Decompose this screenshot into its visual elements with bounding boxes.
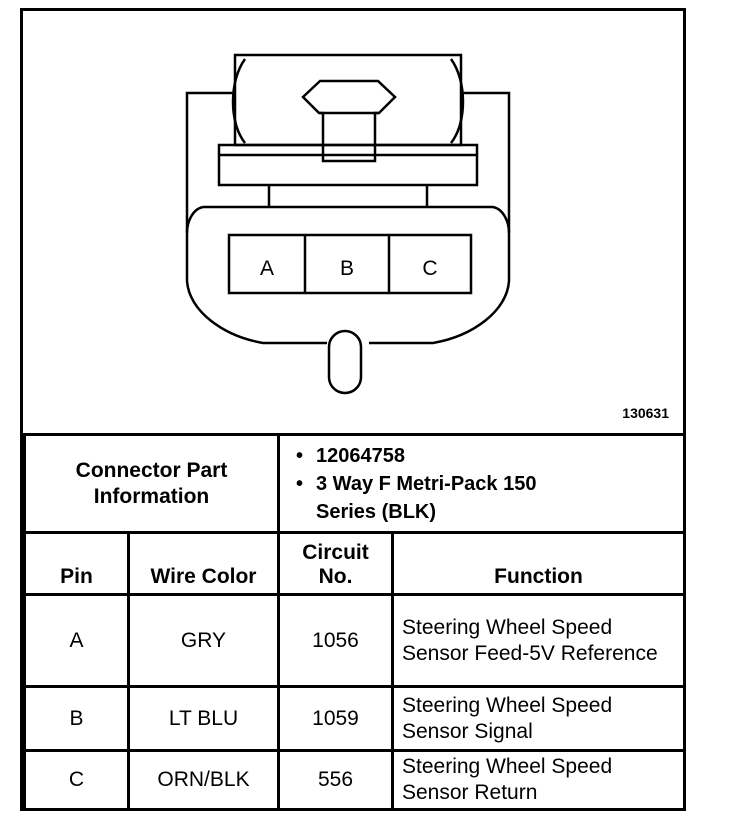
bottom-key	[327, 329, 363, 395]
function-cell: Steering Wheel Speed Sensor Feed-5V Refe…	[391, 593, 686, 688]
latch-block	[233, 53, 463, 147]
connector-drawing: A B C	[185, 53, 511, 395]
header-circuit: Circuit No.	[277, 531, 394, 596]
right-wall	[369, 91, 511, 345]
part-number: 12064758	[296, 442, 675, 470]
header-row: Pin Wire Color Circuit No. Function	[23, 531, 686, 596]
left-wall	[185, 91, 327, 345]
header-pin: Pin	[23, 531, 130, 596]
housing-top	[203, 205, 511, 234]
header-wire-color: Wire Color	[127, 531, 280, 596]
pin-label-c: C	[422, 257, 437, 280]
latch-left-curve	[231, 58, 247, 144]
pin-cavity-row	[227, 233, 473, 295]
table-row: B LT BLU 1059 Steering Wheel Speed Senso…	[23, 685, 686, 752]
latch-tab	[301, 79, 397, 163]
wire-color-cell: GRY	[127, 593, 280, 688]
latch-right-curve	[449, 58, 465, 144]
circuit-cell: 1056	[277, 593, 394, 688]
connector-part-values: 12064758 3 Way F Metri-Pack 150 Series (…	[277, 433, 686, 534]
pin-label-a: A	[260, 257, 274, 280]
connector-info-row: Connector Part Information 12064758 3 Wa…	[23, 433, 686, 534]
pin-label-b: B	[340, 257, 354, 280]
table-row: C ORN/BLK 556 Steering Wheel Speed Senso…	[23, 749, 686, 811]
pin-cell: A	[23, 593, 130, 688]
connector-table: Connector Part Information 12064758 3 Wa…	[23, 433, 686, 811]
circuit-cell: 1059	[277, 685, 394, 752]
connector-diagram-frame: A B C 130631 Connector Part Information …	[20, 8, 686, 811]
function-cell: Steering Wheel Speed Sensor Return	[391, 749, 686, 811]
shoulder-bar	[217, 143, 479, 187]
connector-type: 3 Way F Metri-Pack 150 Series (BLK)	[296, 470, 556, 526]
circuit-cell: 556	[277, 749, 394, 811]
pin-cell: C	[23, 749, 130, 811]
connector-illustration: A B C 130631	[23, 11, 683, 431]
pin-cell: B	[23, 685, 130, 752]
header-function: Function	[391, 531, 686, 596]
connector-part-label: Connector Part Information	[23, 433, 280, 534]
figure-id: 130631	[622, 405, 669, 421]
wire-color-cell: LT BLU	[127, 685, 280, 752]
table-row: A GRY 1056 Steering Wheel Speed Sensor F…	[23, 593, 686, 688]
function-cell: Steering Wheel Speed Sensor Signal	[391, 685, 686, 752]
wire-color-cell: ORN/BLK	[127, 749, 280, 811]
